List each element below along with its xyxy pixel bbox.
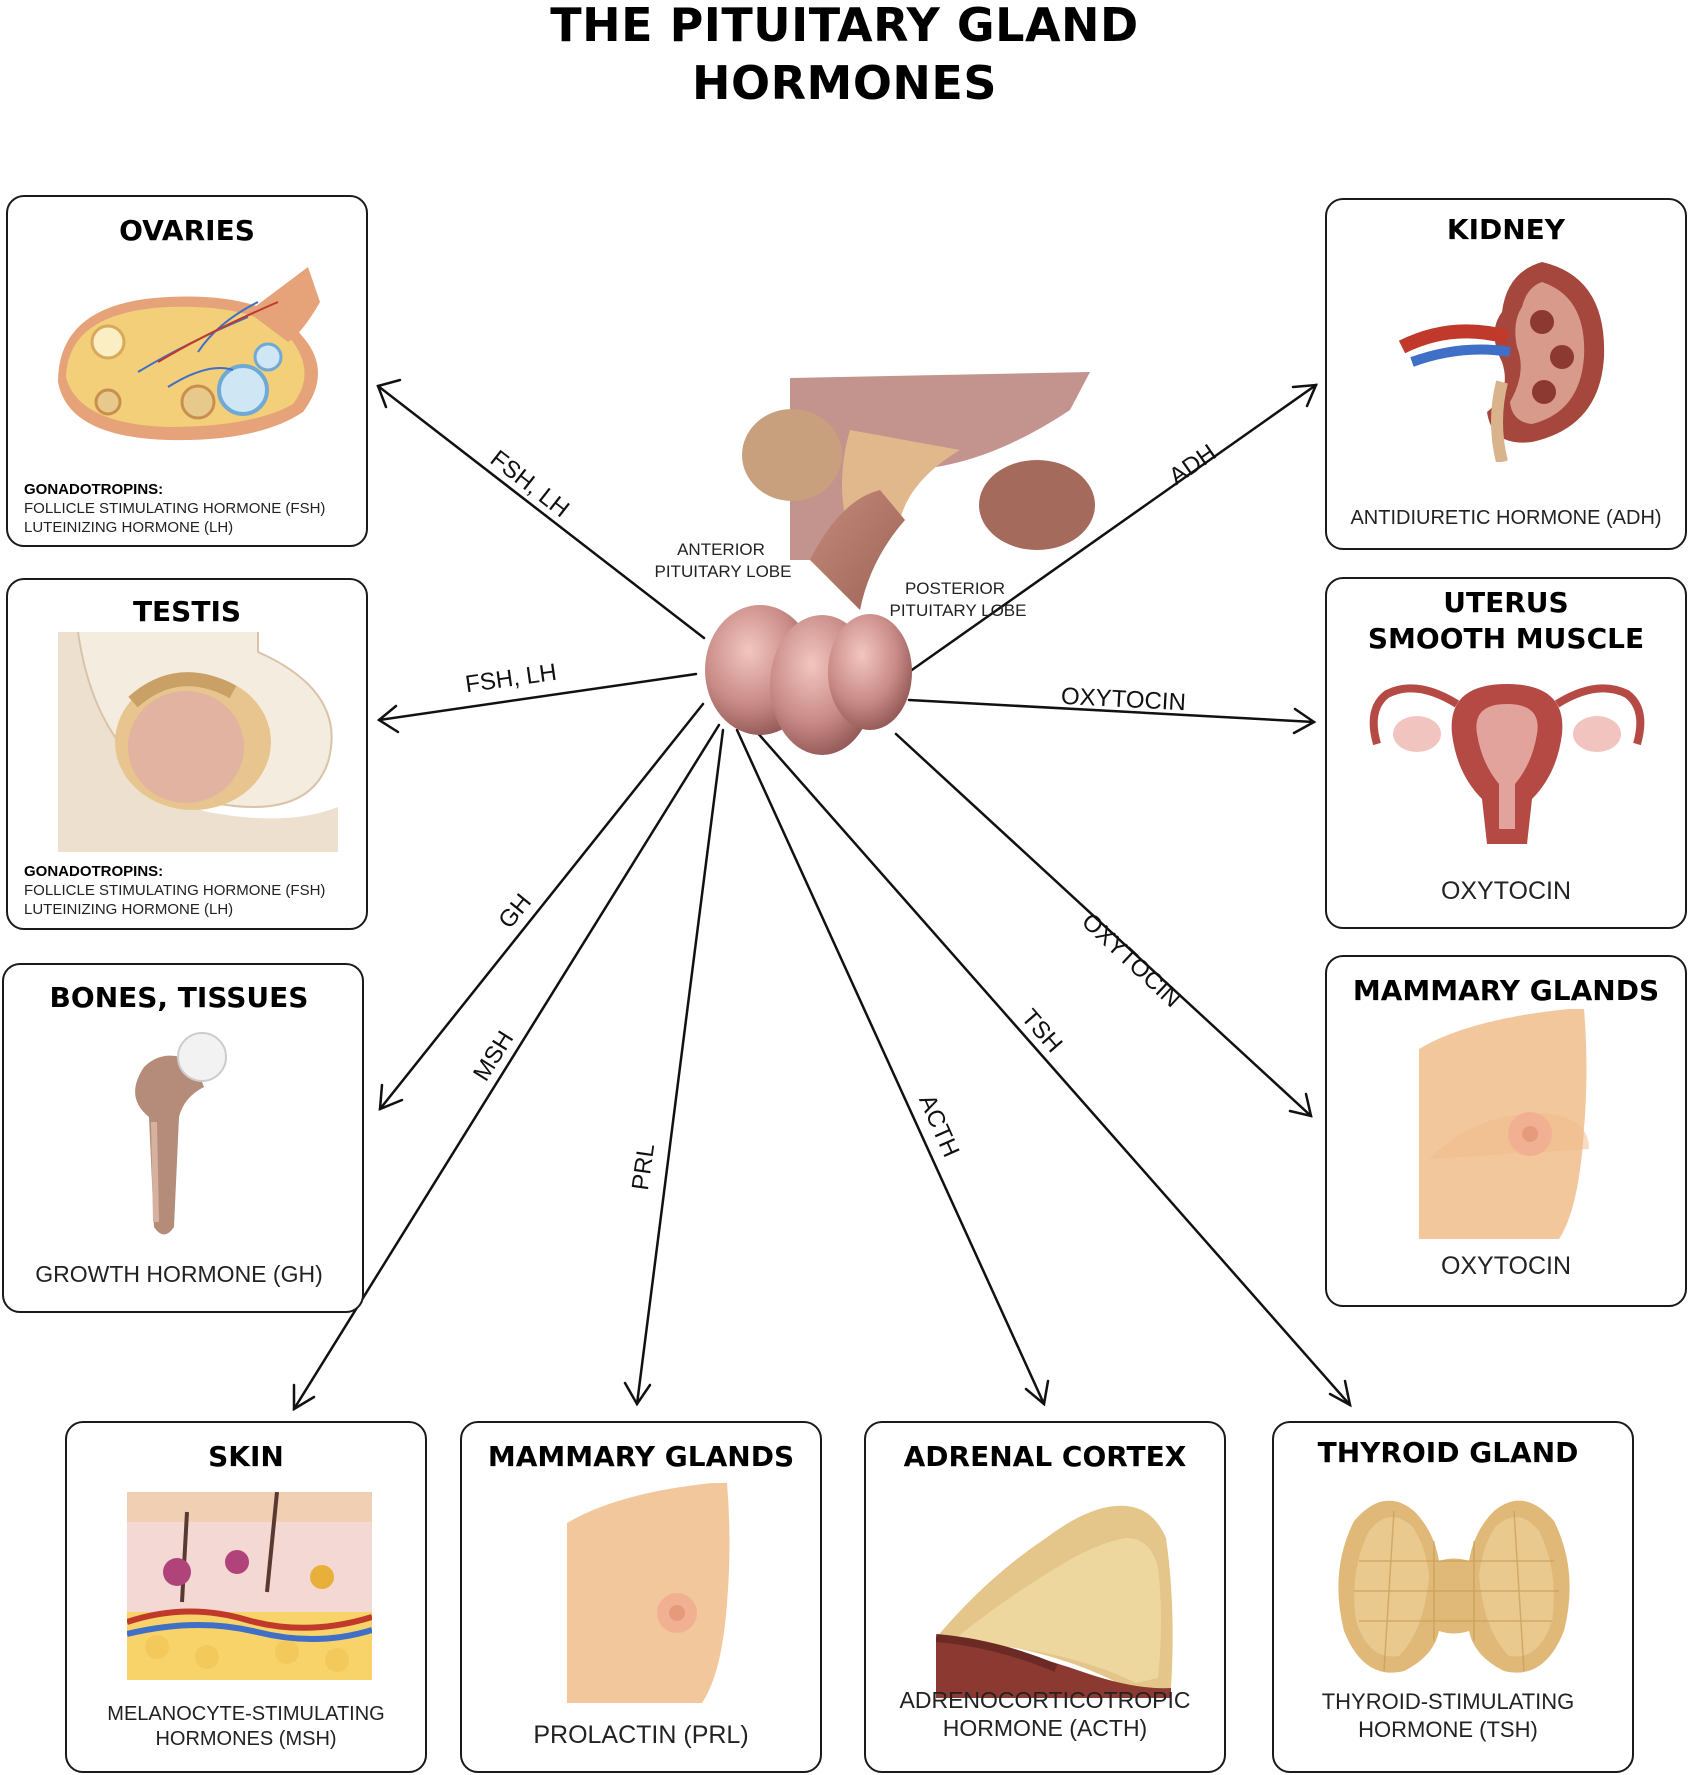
arrowhead-tsh (1328, 1379, 1352, 1408)
arrow-label-uterus: OXYTOCIN (1060, 683, 1186, 717)
arrow-label-skin: MSH (468, 1026, 519, 1086)
card-desc-adrenal-line-2: HORMONE (ACTH) (942, 1715, 1148, 1741)
kidney-illustration (1398, 262, 1605, 462)
card-title-bones: BONES, TISSUES (49, 981, 309, 1014)
card-desc-skin-line-1: MELANOCYTE-STIMULATING (107, 1703, 385, 1725)
page-title: THE PITUITARY GLAND HORMONES (0, 0, 1689, 112)
card-mammary-glands-right: MAMMARY GLANDS OXYTOCIN (1325, 955, 1687, 1307)
thyroid-gland-illustration (1338, 1500, 1570, 1673)
arrow-label-ovaries: FSH, LH (485, 445, 574, 523)
arrow-testis (377, 672, 698, 722)
arrow-label-prl: PRL (627, 1142, 660, 1192)
card-desc-skin: MELANOCYTE-STIMULATING HORMONES (MSH) (67, 1702, 425, 1752)
arrow-acth (735, 728, 1046, 1406)
arrowhead-acth (1024, 1379, 1050, 1407)
card-desc-thyroid-line-2: HORMONE (TSH) (1358, 1717, 1538, 1742)
card-desc-bones: GROWTH HORMONE (GH) (35, 1261, 323, 1287)
fsh-text: FOLLICLE STIMULATING HORMONE (FSH) (24, 882, 326, 899)
card-title-testis: TESTIS (132, 595, 242, 628)
pituitary-gland-illustration (705, 372, 1095, 755)
card-title-mammary-right: MAMMARY GLANDS (1352, 974, 1660, 1007)
card-skin: SKIN MELANOCYTE-STIMULATING HORMONES (MS… (65, 1421, 427, 1773)
arrow-tsh (746, 720, 1352, 1407)
card-testis: TESTIS GONADOTROPINS: FOLLICLE STIMULATI… (6, 578, 368, 930)
breast-illustration (1419, 1009, 1589, 1239)
card-title-kidney: KIDNEY (1446, 213, 1566, 246)
adrenal-gland-illustration (936, 1505, 1173, 1698)
arrowhead-bones (378, 1083, 404, 1111)
gonadotropins-text-testis: GONADOTROPINS: FOLLICLE STIMULATING HORM… (24, 862, 325, 919)
card-title-adrenal: ADRENAL CORTEX (903, 1440, 1187, 1473)
gonadotropins-heading: GONADOTROPINS: (24, 481, 164, 498)
lh-text: LUTEINIZING HORMONE (LH) (24, 519, 234, 536)
card-desc-thyroid-line-1: THYROID-STIMULATING (1321, 1689, 1575, 1714)
posterior-label-line-1: POSTERIOR (905, 579, 1005, 598)
lh-text: LUTEINIZING HORMONE (LH) (24, 901, 234, 918)
card-title-thyroid: THYROID GLAND (1317, 1436, 1579, 1469)
card-title-uterus-line-1: UTERUS (1443, 586, 1569, 619)
posterior-label-line-2: PITUITARY LOBE (890, 601, 1027, 620)
card-desc-adrenal-line-1: ADRENOCORTICOTROPIC (899, 1687, 1191, 1713)
arrowhead-testis (376, 704, 400, 734)
card-desc-uterus: OXYTOCIN (1440, 877, 1572, 905)
anterior-label-line-2: PITUITARY LOBE (655, 562, 792, 581)
card-desc-mammary-bottom: PROLACTIN (PRL) (533, 1721, 749, 1749)
arrowhead-uterus (1292, 707, 1317, 735)
card-thyroid-gland: THYROID GLAND THYROID-STIMULATING HORMON… (1272, 1421, 1634, 1773)
card-uterus: UTERUS SMOOTH MUSCLE OXYTOCIN (1325, 577, 1687, 929)
arrowhead-prl (623, 1381, 652, 1407)
arrow-label-testis: FSH, LH (464, 659, 559, 699)
card-desc-adrenal: ADRENOCORTICOTROPIC HORMONE (ACTH) (866, 1686, 1224, 1742)
arrow-label-acth: ACTH (913, 1091, 964, 1162)
arrowhead-ovaries (376, 378, 402, 409)
breast-illustration (567, 1483, 730, 1703)
ovary-illustration (58, 267, 320, 441)
testis-illustration (58, 632, 338, 852)
title-line-2: HORMONES (692, 56, 997, 110)
arrowhead-skin (292, 1383, 316, 1412)
arrowhead-kidney (1291, 383, 1318, 408)
arrow-prl (635, 728, 725, 1406)
card-mammary-glands-bottom: MAMMARY GLANDS PROLACTIN (PRL) (460, 1421, 822, 1773)
arrow-label-tsh: TSH (1016, 1004, 1068, 1058)
card-bones-tissues: BONES, TISSUES GROWTH HORMONE (GH) (2, 963, 364, 1313)
card-title-mammary-bottom: MAMMARY GLANDS (487, 1440, 795, 1473)
card-desc-mammary-right: OXYTOCIN (1440, 1252, 1572, 1280)
card-title-skin: SKIN (208, 1440, 284, 1473)
gonadotropins-heading: GONADOTROPINS: (24, 863, 164, 880)
arrow-label-kidney: ADH (1164, 439, 1221, 490)
gonadotropins-text-ovaries: GONADOTROPINS: FOLLICLE STIMULATING HORM… (24, 480, 325, 537)
arrow-label-bones: GH (493, 889, 537, 934)
card-desc-thyroid: THYROID-STIMULATING HORMONE (TSH) (1264, 1688, 1632, 1744)
arrowhead-mammary (1288, 1092, 1313, 1118)
arrow-label-mammary: OXYTOCIN (1076, 908, 1186, 1013)
anterior-label-line-1: ANTERIOR (677, 540, 765, 559)
card-kidney: KIDNEY ANTIDIURETIC HORMONE (ADH) (1325, 198, 1687, 550)
card-title-uterus-line-2: SMOOTH MUSCLE (1367, 622, 1645, 655)
arrow-mammary (894, 732, 1313, 1118)
arrow-ovaries (376, 384, 706, 640)
card-desc-skin-line-2: HORMONES (MSH) (155, 1728, 337, 1750)
skin-layers-illustration (127, 1492, 372, 1680)
femur-bone-illustration (135, 1032, 227, 1235)
fsh-text: FOLLICLE STIMULATING HORMONE (FSH) (24, 500, 326, 517)
title-line-1: THE PITUITARY GLAND (550, 0, 1139, 52)
card-desc-kidney: ANTIDIURETIC HORMONE (ADH) (1350, 507, 1662, 529)
arrow-bones (378, 702, 705, 1111)
uterus-illustration (1369, 684, 1645, 844)
card-adrenal-cortex: ADRENAL CORTEX ADRENOCORTICOTROPIC HORMO… (864, 1421, 1226, 1773)
card-ovaries: OVARIES GONADOTROPINS: FOLLICLE STIMULAT… (6, 195, 368, 547)
card-title-ovaries: OVARIES (119, 214, 255, 247)
arrow-kidney (907, 383, 1318, 674)
arrow-skin (292, 723, 721, 1411)
arrow-uterus (907, 698, 1316, 724)
